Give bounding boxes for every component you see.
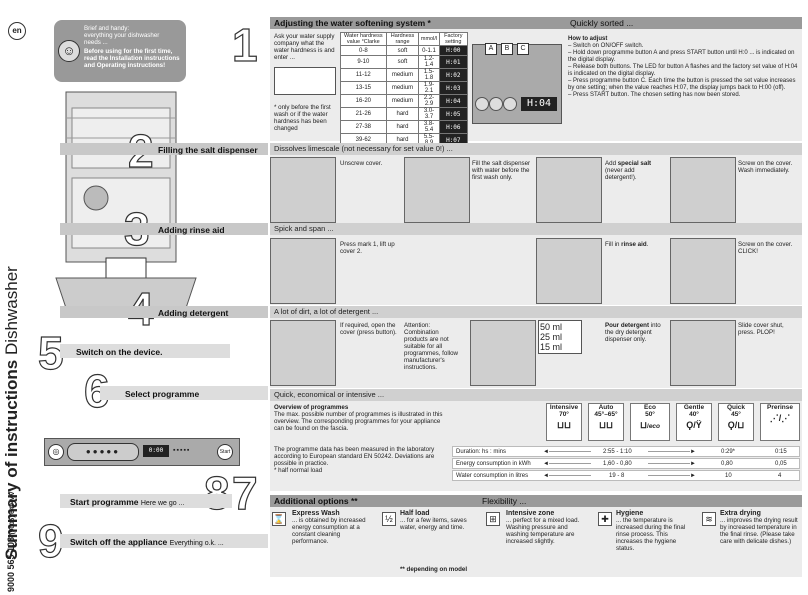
button-c-label: C (517, 43, 529, 55)
rinse-image-2 (536, 238, 602, 304)
step-number-9: 9 (37, 515, 64, 567)
step-filling-salt: Filling the salt dispenser (158, 145, 258, 155)
detergent-sub-bar: A lot of dirt, a lot of detergent ... (270, 306, 802, 318)
salt-image-3 (536, 157, 602, 223)
rinse-text-1: Press mark 1, lift up cover 2. (340, 241, 395, 255)
button-b[interactable] (489, 97, 503, 111)
brief-bold: Before using for the first time, read th… (84, 48, 180, 69)
energy-row: Energy consumption in kWh ◄——————— 1,60 … (452, 458, 800, 469)
button-a-label: A (485, 43, 497, 55)
fascia-display: 0:00 (143, 445, 169, 457)
rinse-image-1 (270, 238, 336, 304)
button-a[interactable] (475, 97, 489, 111)
half-load-icon: ½ (382, 512, 396, 526)
detergent-text-1: If required, open the cover (press butto… (340, 322, 397, 336)
prog-prerinse: Prerinse⋰/⋰ (760, 403, 800, 441)
step-number-1: 1 (231, 19, 258, 71)
salt-text-1: Unscrew cover. (340, 160, 383, 167)
fascia-illustration: A B C H:04 (472, 43, 562, 124)
option-buttons[interactable]: ▪▪▪▪▪ (173, 447, 191, 454)
options-title-bar: Additional options ** Flexibility ... (270, 495, 802, 507)
step-number-7: 7 (231, 467, 258, 519)
button-b-label: B (501, 43, 513, 55)
water-note: * only before the first wash or if the w… (274, 104, 331, 132)
start-button[interactable]: Start (217, 444, 233, 460)
detergent-image-1 (270, 320, 336, 386)
duration-row: Duration: hs : mins ◄——————— 2:55 - 1:10… (452, 446, 800, 457)
option-hygiene: Hygiene... the temperature is increased … (616, 510, 686, 552)
doc-number: 9000 565 108 (9005) 640 MV (6, 491, 16, 592)
detergent-image-3 (670, 320, 736, 386)
salt-text-2: Fill the salt dispenser with water befor… (472, 160, 531, 181)
brief-line: needs ... (84, 39, 108, 46)
detergent-text-2: Attention:Combination products are not s… (404, 322, 458, 371)
option-intensive-zone: Intensive zone... perfect for a mixed lo… (506, 510, 580, 545)
programme-sub-bar: Quick, economical or intensive ... (270, 389, 802, 401)
step-start-programme: Start programme Here we go ... (70, 497, 185, 507)
express-wash-icon: ⌛ (272, 512, 286, 526)
lang-badge: en (8, 22, 26, 40)
step-switch-on: Switch on the device. (76, 347, 163, 357)
control-fascia: ◎ ●●●●● 0:00 ▪▪▪▪▪ Start (44, 438, 240, 466)
option-extra-drying: Extra drying... improves the drying resu… (720, 510, 798, 545)
salt-text-4: Screw on the cover. Wash immediately. (738, 160, 793, 174)
detergent-image-2 (470, 320, 536, 386)
overview-text: Overview of programmes The max. possible… (274, 404, 443, 432)
brief-line: everything your dishwasher (84, 32, 160, 39)
water-title-bar: Adjusting the water softening system * Q… (270, 17, 802, 29)
option-express: Express Wash... is obtained by increased… (292, 510, 366, 545)
intensive-zone-icon: ⊞ (486, 512, 500, 526)
salt-text-3: Add special salt (never add detergent!). (605, 160, 652, 181)
step-number-5: 5 (37, 327, 64, 379)
step-number-8: 8 (203, 467, 230, 519)
option-half-load: Half load... for a few items, saves wate… (400, 510, 467, 531)
hardness-entry-box[interactable] (274, 67, 336, 95)
water-ask: Ask your water supply company what the w… (274, 33, 335, 61)
smiley-icon: ☺ (58, 40, 80, 62)
detergent-text-3: Pour detergent into the dry detergent di… (605, 322, 661, 343)
dishwasher-illustration (55, 91, 197, 309)
measure-text: The programme data has been measured in … (274, 446, 435, 474)
extra-drying-icon: ≋ (702, 512, 716, 526)
programme-buttons[interactable]: ●●●●● (67, 443, 139, 461)
rinse-text-2: Fill in rinse aid. (605, 241, 649, 248)
salt-image-4 (670, 157, 736, 223)
power-button[interactable]: ◎ (48, 444, 64, 460)
button-c[interactable] (503, 97, 517, 111)
rinse-image-3 (670, 238, 736, 304)
step-adding-rinse: Adding rinse aid (158, 225, 225, 235)
salt-sub-bar: Dissolves limescale (not necessary for s… (270, 143, 802, 155)
hygiene-icon: ✚ (598, 512, 612, 526)
detergent-text-4: Slide cover shut, press. PLOP! (738, 322, 784, 336)
brief-line: Brief and handy: (84, 25, 130, 32)
step-switch-off: Switch off the appliance Everything o.k.… (70, 537, 224, 547)
salt-image-1 (270, 157, 336, 223)
rinse-sub-bar: Spick and span ... (270, 223, 802, 235)
water-row: Water consumption in litres ◄——————— 19 … (452, 470, 800, 481)
hardness-table: Water hardness value °Clarke Hardness ra… (340, 32, 469, 147)
rinse-text-3: Screw on the cover. CLICK! (738, 241, 793, 255)
salt-image-2 (404, 157, 470, 223)
hardness-display: H:04 (521, 97, 557, 111)
options-note: ** depending on model (400, 566, 468, 573)
brief-box: ☺ Brief and handy: everything your dishw… (54, 20, 186, 82)
step-select-programme: Select programme (125, 389, 200, 399)
step-adding-detergent: Adding detergent (158, 308, 229, 318)
how-to-adjust: How to adjust – Switch on ON/OFF switch.… (568, 36, 798, 98)
